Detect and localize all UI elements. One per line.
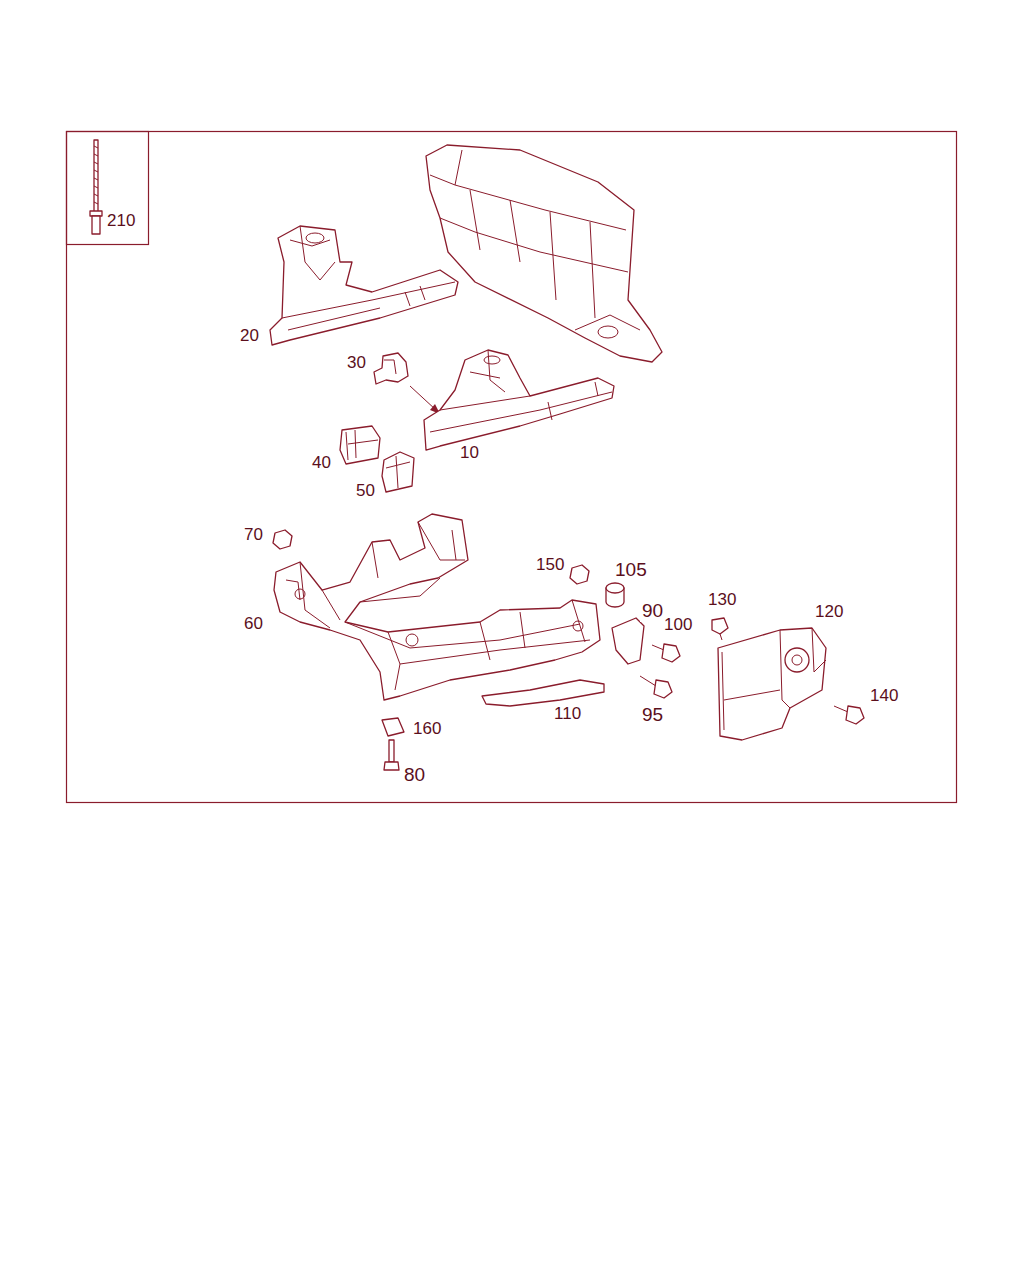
callout-number: 20 bbox=[238, 327, 261, 346]
callout-number: 160 bbox=[411, 720, 443, 739]
bushing bbox=[606, 583, 624, 607]
bolt bbox=[384, 740, 399, 770]
callout-number: 130 bbox=[706, 591, 738, 610]
callout-number: 40 bbox=[310, 454, 333, 473]
rail-right bbox=[424, 350, 614, 450]
rail-left bbox=[270, 226, 458, 345]
strip bbox=[482, 680, 604, 706]
nut bbox=[273, 530, 292, 549]
callout-number: 95 bbox=[640, 705, 665, 726]
bracket bbox=[374, 353, 440, 414]
callout-number: 70 bbox=[242, 526, 265, 545]
callout-number: 120 bbox=[813, 603, 845, 622]
nut bbox=[570, 565, 589, 584]
callout-number: 140 bbox=[868, 687, 900, 706]
callout-number: 105 bbox=[613, 560, 649, 581]
callout-number: 50 bbox=[354, 482, 377, 501]
callout-number: 100 bbox=[662, 616, 694, 635]
callout-number: 10 bbox=[458, 444, 481, 463]
long-bolt bbox=[90, 140, 102, 234]
inset-frame bbox=[67, 132, 149, 245]
callout-number: 30 bbox=[345, 354, 368, 373]
reinforcement-plates bbox=[340, 426, 414, 492]
callout-number: 60 bbox=[242, 615, 265, 634]
engine-mount-bracket bbox=[718, 628, 826, 740]
callout-number: 210 bbox=[105, 212, 137, 231]
callout-number: 80 bbox=[402, 765, 427, 786]
bulkhead bbox=[426, 145, 662, 362]
callout-number: 110 bbox=[552, 705, 583, 724]
mount-plate bbox=[612, 618, 644, 664]
clip bbox=[382, 718, 404, 736]
subframe bbox=[274, 514, 600, 700]
callout-number: 150 bbox=[534, 556, 566, 575]
frame bbox=[67, 132, 957, 803]
